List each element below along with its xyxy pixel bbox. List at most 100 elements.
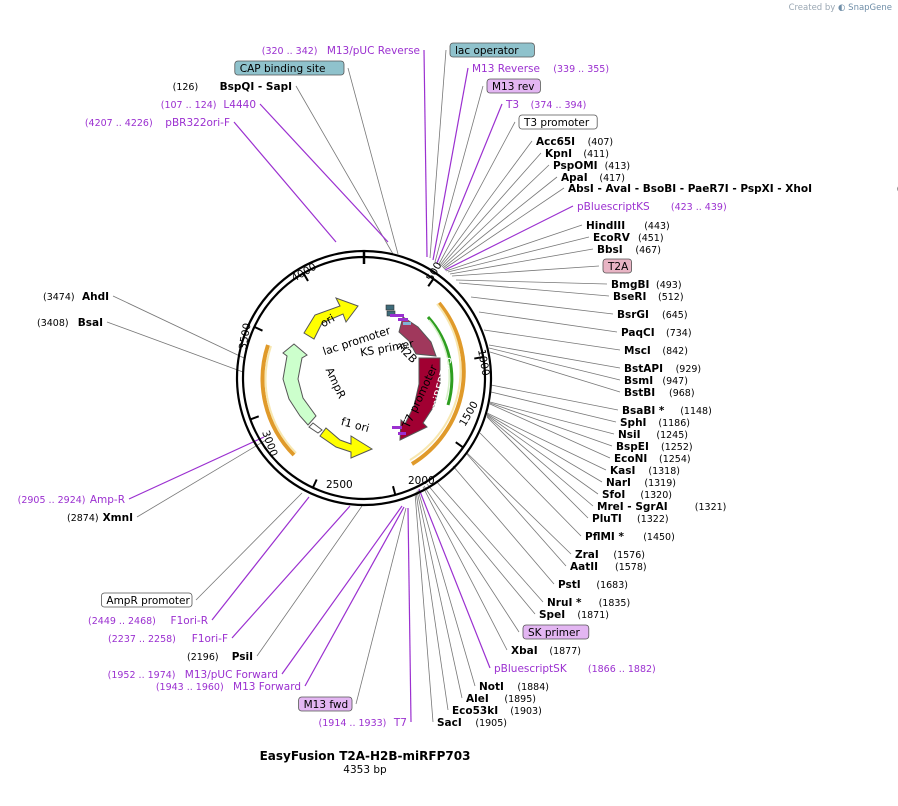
left-site-cap-binding-site[interactable]: CAP binding site bbox=[234, 60, 345, 76]
right-site-pspomi[interactable]: PspOMI(413) bbox=[553, 160, 630, 172]
site-name: PspOMI bbox=[553, 160, 598, 172]
left-site-f1ori-f[interactable]: F1ori-F(2237 .. 2258) bbox=[108, 633, 228, 645]
right-site-econi[interactable]: EcoNI(1254) bbox=[614, 453, 691, 465]
right-site-bstapi[interactable]: BstAPI(929) bbox=[624, 363, 701, 375]
right-site-nsii[interactable]: NsiI(1245) bbox=[618, 429, 688, 441]
right-site-psti[interactable]: PstI(1683) bbox=[558, 579, 628, 591]
leader-line bbox=[438, 121, 516, 265]
right-site-bsabi[interactable]: BsaBI *(1148) bbox=[622, 405, 712, 417]
site-box bbox=[522, 624, 590, 640]
leader-line bbox=[490, 384, 619, 411]
site-name: SK primer bbox=[528, 627, 580, 639]
left-site-ahdi[interactable]: AhdI(3474) bbox=[43, 291, 109, 303]
left-site-t7[interactable]: T7(1914 .. 1933) bbox=[319, 717, 407, 729]
site-name: BspQI - SapI bbox=[220, 81, 292, 93]
left-site-f1ori-r[interactable]: F1ori-R(2449 .. 2468) bbox=[88, 615, 208, 627]
leader-line bbox=[490, 391, 617, 423]
right-site-kasi[interactable]: KasI(1318) bbox=[610, 465, 680, 477]
left-site-l4440[interactable]: L4440(107 .. 124) bbox=[161, 99, 256, 111]
right-site-sk-primer[interactable]: SK primer bbox=[522, 624, 590, 640]
right-site-paqci[interactable]: PaqCI(734) bbox=[621, 327, 692, 339]
right-site-eco53ki[interactable]: Eco53kI(1903) bbox=[452, 705, 542, 717]
site-name: ZraI bbox=[575, 549, 599, 561]
site-name: NotI bbox=[479, 681, 504, 693]
right-site-zrai[interactable]: ZraI(1576) bbox=[575, 549, 645, 561]
right-site-bseri[interactable]: BseRI(512) bbox=[613, 291, 684, 303]
right-site-apai[interactable]: ApaI(417) bbox=[561, 172, 625, 184]
site-name: M13/pUC Reverse bbox=[327, 45, 420, 57]
site-pos: (407) bbox=[588, 137, 614, 148]
right-site-sphi[interactable]: SphI(1186) bbox=[620, 417, 690, 429]
right-site-pbluescriptsk[interactable]: pBluescriptSK(1866 .. 1882) bbox=[494, 663, 656, 675]
right-site-nari[interactable]: NarI(1319) bbox=[606, 477, 676, 489]
site-name: M13/pUC Forward bbox=[185, 669, 278, 681]
right-site-bbsi[interactable]: BbsI(467) bbox=[597, 244, 661, 256]
leader-line bbox=[486, 416, 589, 519]
right-site-t3-promoter[interactable]: T3 promoter bbox=[518, 114, 598, 130]
left-site-bsai[interactable]: BsaI(3408) bbox=[37, 317, 103, 329]
left-site-m13-fwd[interactable]: M13 fwd bbox=[298, 696, 353, 712]
left-site-psii[interactable]: PsiI(2196) bbox=[187, 651, 253, 663]
leader-line bbox=[439, 140, 533, 266]
right-site-mrei-sgrai[interactable]: MreI - SgrAI(1321) bbox=[597, 501, 726, 513]
leader-line bbox=[429, 49, 447, 259]
right-site-sfoi[interactable]: SfoI(1320) bbox=[602, 489, 672, 501]
right-site-msci[interactable]: MscI(842) bbox=[624, 345, 688, 357]
credit-prefix: Created by bbox=[788, 3, 836, 13]
right-site-spei[interactable]: SpeI(1871) bbox=[539, 609, 609, 621]
site-name: T3 promoter bbox=[523, 117, 590, 129]
right-site-bsrgi[interactable]: BsrGI(645) bbox=[617, 309, 688, 321]
leader-line bbox=[281, 505, 403, 675]
right-site-bspei[interactable]: BspEI(1252) bbox=[616, 441, 693, 453]
site-name: MscI bbox=[624, 345, 651, 357]
right-site-kpni[interactable]: KpnI(411) bbox=[545, 148, 609, 160]
site-name: ApaI bbox=[561, 172, 588, 184]
right-site-nrui[interactable]: NruI *(1835) bbox=[547, 597, 630, 609]
right-site-t2a[interactable]: T2A bbox=[602, 258, 633, 274]
right-site-absi-avai-bsobi-paer7i-pspxi-xhoi[interactable]: AbsI - AvaI - BsoBI - PaeR7I - PspXI - X… bbox=[568, 183, 898, 195]
site-name: lac operator bbox=[455, 45, 519, 57]
leader-line bbox=[426, 483, 536, 615]
site-name: BmgBI bbox=[611, 279, 649, 291]
left-site-m13-puc-forward[interactable]: M13/pUC Forward(1952 .. 1974) bbox=[108, 669, 278, 681]
left-site-m13-forward[interactable]: M13 Forward(1943 .. 1960) bbox=[156, 681, 301, 693]
right-site-acc65i[interactable]: Acc65I(407) bbox=[536, 136, 613, 148]
right-site-t3[interactable]: T3(374 .. 394) bbox=[505, 99, 586, 111]
right-site-saci[interactable]: SacI(1905) bbox=[437, 717, 507, 729]
site-name: L4440 bbox=[223, 99, 256, 111]
left-site-m13-puc-reverse[interactable]: M13/pUC Reverse(320 .. 342) bbox=[262, 45, 420, 57]
leader-line bbox=[136, 439, 267, 518]
right-site-hindiii[interactable]: HindIII(443) bbox=[586, 220, 670, 232]
right-site-m13-reverse[interactable]: M13 Reverse(339 .. 355) bbox=[472, 63, 609, 75]
left-site-ampr-promoter[interactable]: AmpR promoter bbox=[101, 592, 193, 608]
right-site-m13-rev[interactable]: M13 rev bbox=[486, 78, 541, 94]
right-site-pluti[interactable]: PluTI(1322) bbox=[592, 513, 669, 525]
site-name: NsiI bbox=[618, 429, 641, 441]
right-site-bsmi[interactable]: BsmI(947) bbox=[624, 375, 688, 387]
leader-line bbox=[486, 413, 603, 483]
leader-line bbox=[432, 67, 469, 261]
right-site-alei[interactable]: AleI(1895) bbox=[466, 693, 536, 705]
site-pos: (1914 .. 1933) bbox=[319, 718, 387, 729]
left-site-bspqi-sapi[interactable]: BspQI - SapI(126) bbox=[173, 81, 292, 93]
site-pos: (929) bbox=[676, 364, 702, 375]
site-name: T3 bbox=[505, 99, 519, 111]
left-site-pbr322ori-f[interactable]: pBR322ori-F(4207 .. 4226) bbox=[85, 117, 230, 129]
site-name: BseRI bbox=[613, 291, 646, 303]
left-site-xmni[interactable]: XmnI(2874) bbox=[67, 512, 133, 524]
right-site-bstbi[interactable]: BstBI(968) bbox=[624, 387, 695, 399]
right-site-xbai[interactable]: XbaI(1877) bbox=[511, 645, 581, 657]
left-site-amp-r[interactable]: Amp-R(2905 .. 2924) bbox=[18, 494, 125, 506]
right-site-bmgbi[interactable]: BmgBI(493) bbox=[611, 279, 682, 291]
right-site-noti[interactable]: NotI(1884) bbox=[479, 681, 549, 693]
right-site-ecorv[interactable]: EcoRV(451) bbox=[593, 232, 664, 244]
tick-mark bbox=[474, 356, 484, 360]
right-site-lac-operator[interactable]: lac operator bbox=[449, 42, 535, 58]
right-site-aatii[interactable]: AatII(1578) bbox=[570, 561, 647, 573]
site-name: KpnI bbox=[545, 148, 572, 160]
right-site-pbluescriptks[interactable]: pBluescriptKS(423 .. 439) bbox=[577, 201, 727, 213]
site-pos: (1254) bbox=[659, 454, 691, 465]
right-site-pflmi[interactable]: PflMI *(1450) bbox=[585, 531, 675, 543]
leader-line bbox=[441, 164, 550, 268]
